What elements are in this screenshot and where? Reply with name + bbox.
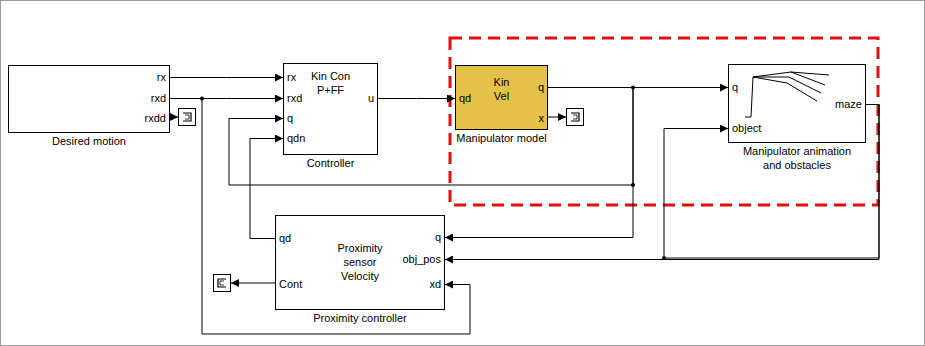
block-caption: Manipulator animation and obstacles: [734, 144, 860, 172]
block-caption: Controller: [307, 156, 355, 170]
scope-wire: [548, 117, 566, 118]
animation-block: qobjectmazeManipulator animation and obs…: [728, 64, 866, 143]
port-label: Cont: [279, 277, 302, 291]
port-label: object: [732, 121, 761, 135]
signal-line: [378, 98, 455, 99]
scope-symbol: [214, 275, 231, 292]
port-label: x: [539, 111, 545, 125]
port-label: qd: [459, 91, 471, 105]
port-label: rxdd: [145, 111, 166, 125]
signal-line: [170, 77, 283, 78]
scope-wire: [231, 283, 275, 284]
port-label: obj_pos: [402, 252, 441, 266]
port-label: rx: [287, 70, 296, 84]
port-label: q: [287, 111, 293, 125]
port-label: q: [435, 230, 441, 244]
port-label: xd: [429, 277, 441, 291]
block-caption: Desired motion: [52, 134, 126, 148]
block-function: Proximity sensor Velocity: [328, 241, 392, 283]
port-label: rxd: [151, 91, 166, 105]
signal-line: [229, 88, 633, 186]
block-function: Kin Con P+FF: [305, 69, 357, 97]
scope-symbol: [567, 109, 584, 126]
block-caption: Manipulator model: [456, 131, 547, 145]
block-function: Kin Vel: [487, 75, 517, 103]
port-label: rx: [157, 70, 166, 84]
controller-block: rxrxdqqdnKin Con P+FFuController: [283, 63, 378, 155]
port-label: q: [732, 80, 738, 94]
source-block: rxrxdrxddDesired motion: [8, 65, 170, 133]
port-label: qd: [279, 231, 291, 245]
scope-symbol: [179, 109, 196, 126]
port-label: q: [538, 80, 544, 94]
port-label: rxd: [287, 91, 302, 105]
scope-wire: [170, 117, 178, 118]
block-caption: Proximity controller: [313, 311, 407, 325]
model-block: qdKin VelqxManipulator model: [455, 65, 548, 130]
port-label: u: [368, 91, 374, 105]
proximity-block: qdCont Proximity sensor Velocity q obj_posx…: [275, 215, 445, 310]
port-label: qdn: [287, 131, 305, 145]
port-label: maze: [835, 97, 862, 111]
